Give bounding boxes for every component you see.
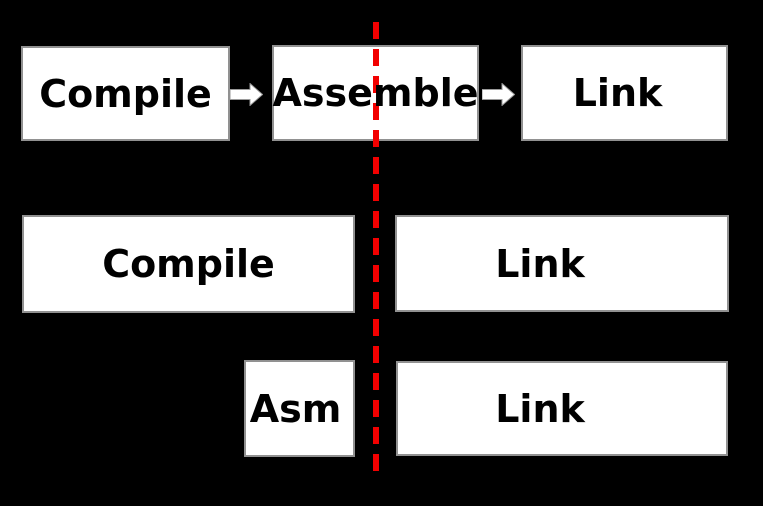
box-link-bottom: Link [396, 361, 728, 456]
right-arrow-icon [482, 83, 515, 106]
box-label: Asm [249, 386, 342, 431]
box-link-middle: Link [395, 215, 729, 312]
box-link-top: Link [521, 45, 728, 141]
box-label: Compile [102, 242, 275, 286]
box-compile-top: Compile [21, 46, 230, 141]
box-label: Link [495, 386, 585, 431]
red-dashed-divider-line [373, 22, 379, 480]
box-label: Link [495, 241, 585, 286]
right-arrow-icon [230, 83, 263, 106]
box-label: Assemble [272, 71, 479, 115]
box-label: Compile [39, 71, 212, 116]
box-label: Link [572, 71, 663, 115]
box-asm-bottom: Asm [244, 360, 355, 457]
box-compile-middle: Compile [22, 215, 355, 313]
